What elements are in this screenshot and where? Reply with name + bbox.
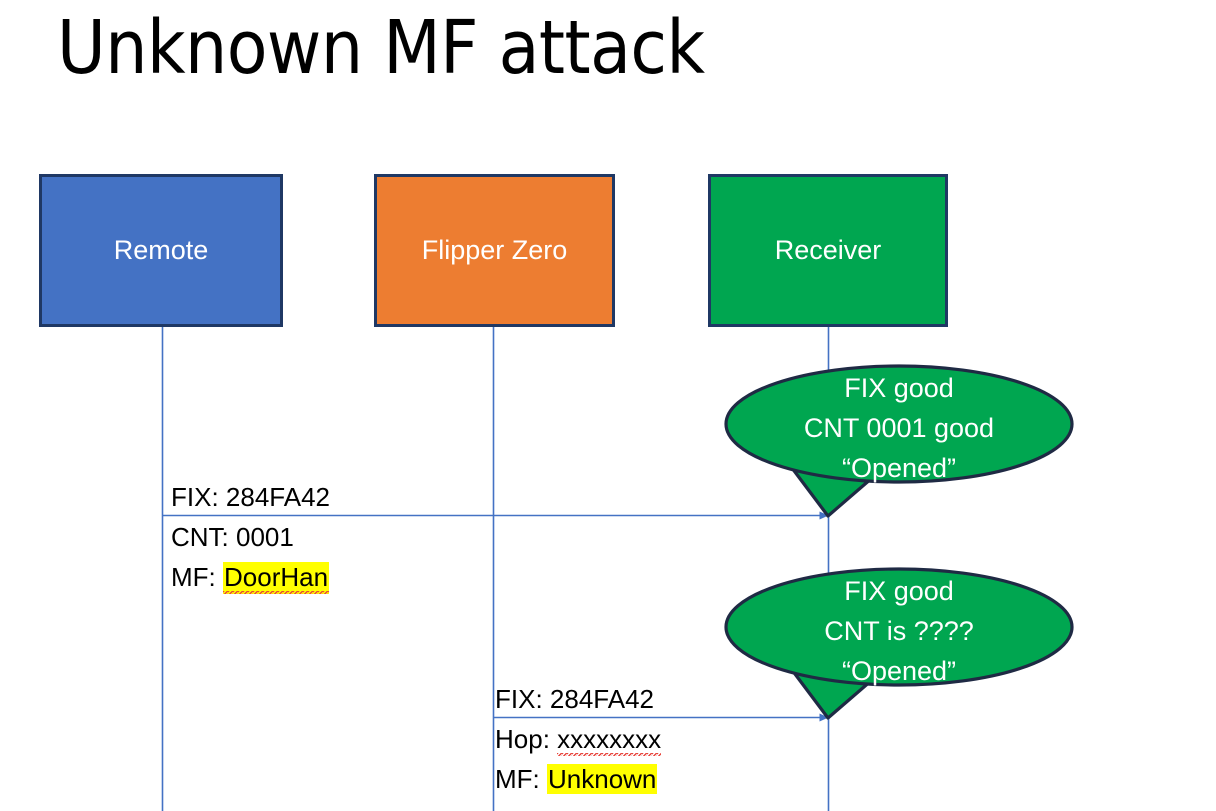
message-2-line-2-value: xxxxxxxx bbox=[557, 724, 662, 756]
page-title: Unknown MF attack bbox=[57, 5, 705, 91]
callout-bubble-second-reception[interactable] bbox=[724, 567, 1074, 720]
message-1-line-3: MF: DoorHan bbox=[171, 557, 330, 597]
message-2-line-3-label: MF: bbox=[495, 764, 547, 794]
message-2-line-2-label: Hop: bbox=[495, 724, 558, 754]
actor-box-receiver[interactable]: Receiver bbox=[708, 174, 948, 327]
actor-label-remote: Remote bbox=[113, 235, 209, 265]
message-label-remote-to-receiver: FIX: 284FA42 CNT: 0001 MF: DoorHan bbox=[171, 477, 330, 597]
message-1-line-1-label: FIX: bbox=[171, 482, 226, 512]
message-2-line-1: FIX: 284FA42 bbox=[495, 679, 661, 719]
message-label-flipper-to-receiver: FIX: 284FA42 Hop: xxxxxxxx MF: Unknown bbox=[495, 679, 662, 799]
message-1-line-2-value: 0001 bbox=[236, 522, 294, 552]
message-1-line-3-value: DoorHan bbox=[223, 562, 330, 594]
actor-label-flipper: Flipper Zero bbox=[421, 235, 568, 265]
message-1-line-1: FIX: 284FA42 bbox=[171, 477, 330, 517]
callout-ellipse-1 bbox=[724, 364, 1074, 484]
message-1-line-2: CNT: 0001 bbox=[171, 517, 330, 557]
message-1-line-3-label: MF: bbox=[171, 562, 223, 592]
message-2-line-1-label: FIX: bbox=[495, 684, 550, 714]
callout-ellipse-2 bbox=[724, 567, 1074, 687]
message-2-line-2: Hop: xxxxxxxx bbox=[495, 719, 662, 759]
message-2-line-1-value: 284FA42 bbox=[549, 684, 654, 714]
message-1-line-1-value: 284FA42 bbox=[225, 482, 330, 512]
message-1-line-2-label: CNT: bbox=[171, 522, 236, 552]
callout-bubble-first-reception[interactable] bbox=[724, 364, 1074, 518]
message-2-line-3-value: Unknown bbox=[547, 764, 658, 794]
message-2-line-3: MF: Unknown bbox=[495, 759, 661, 799]
actor-label-receiver: Receiver bbox=[774, 235, 882, 265]
actor-box-flipper[interactable]: Flipper Zero bbox=[374, 174, 615, 327]
actor-box-remote[interactable]: Remote bbox=[39, 174, 283, 327]
